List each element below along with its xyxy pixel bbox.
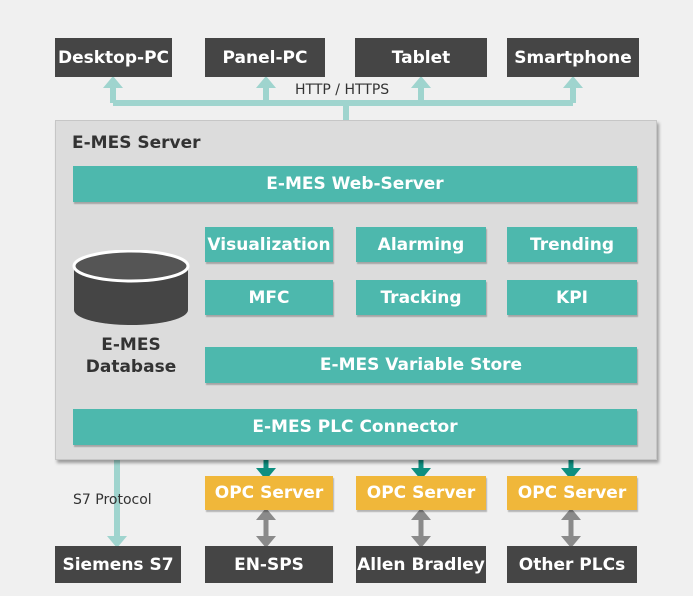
module-alarming: Alarming [356, 227, 486, 262]
database-label-line2: Database [85, 357, 177, 377]
device-other-plcs: Other PLCs [507, 546, 637, 583]
opc-server-3: OPC Server [507, 476, 637, 510]
database-label-line1: E-MES [101, 335, 161, 355]
web-server-bar: E-MES Web-Server [73, 166, 637, 202]
device-allen-bradley: Allen Bradley [356, 546, 486, 583]
module-mfc: MFC [205, 280, 333, 315]
module-visualization: Visualization [205, 227, 333, 262]
server-title: E-MES Server [72, 133, 201, 153]
device-en-sps: EN-SPS [205, 546, 333, 583]
client-desktop-pc: Desktop-PC [55, 38, 172, 77]
module-kpi: KPI [507, 280, 637, 315]
s7-protocol-label: S7 Protocol [73, 492, 152, 508]
client-smartphone: Smartphone [507, 38, 639, 77]
variable-store-bar: E-MES Variable Store [205, 347, 637, 383]
device-siemens-s7: Siemens S7 [55, 546, 181, 583]
http-https-label: HTTP / HTTPS [295, 82, 390, 98]
plc-connector-bar: E-MES PLC Connector [73, 409, 637, 445]
database-icon [72, 250, 190, 325]
client-tablet: Tablet [355, 38, 487, 77]
module-tracking: Tracking [356, 280, 486, 315]
client-panel-pc: Panel-PC [205, 38, 325, 77]
opc-device-links [256, 508, 581, 548]
opc-server-2: OPC Server [356, 476, 486, 510]
opc-server-1: OPC Server [205, 476, 333, 510]
module-trending: Trending [507, 227, 637, 262]
